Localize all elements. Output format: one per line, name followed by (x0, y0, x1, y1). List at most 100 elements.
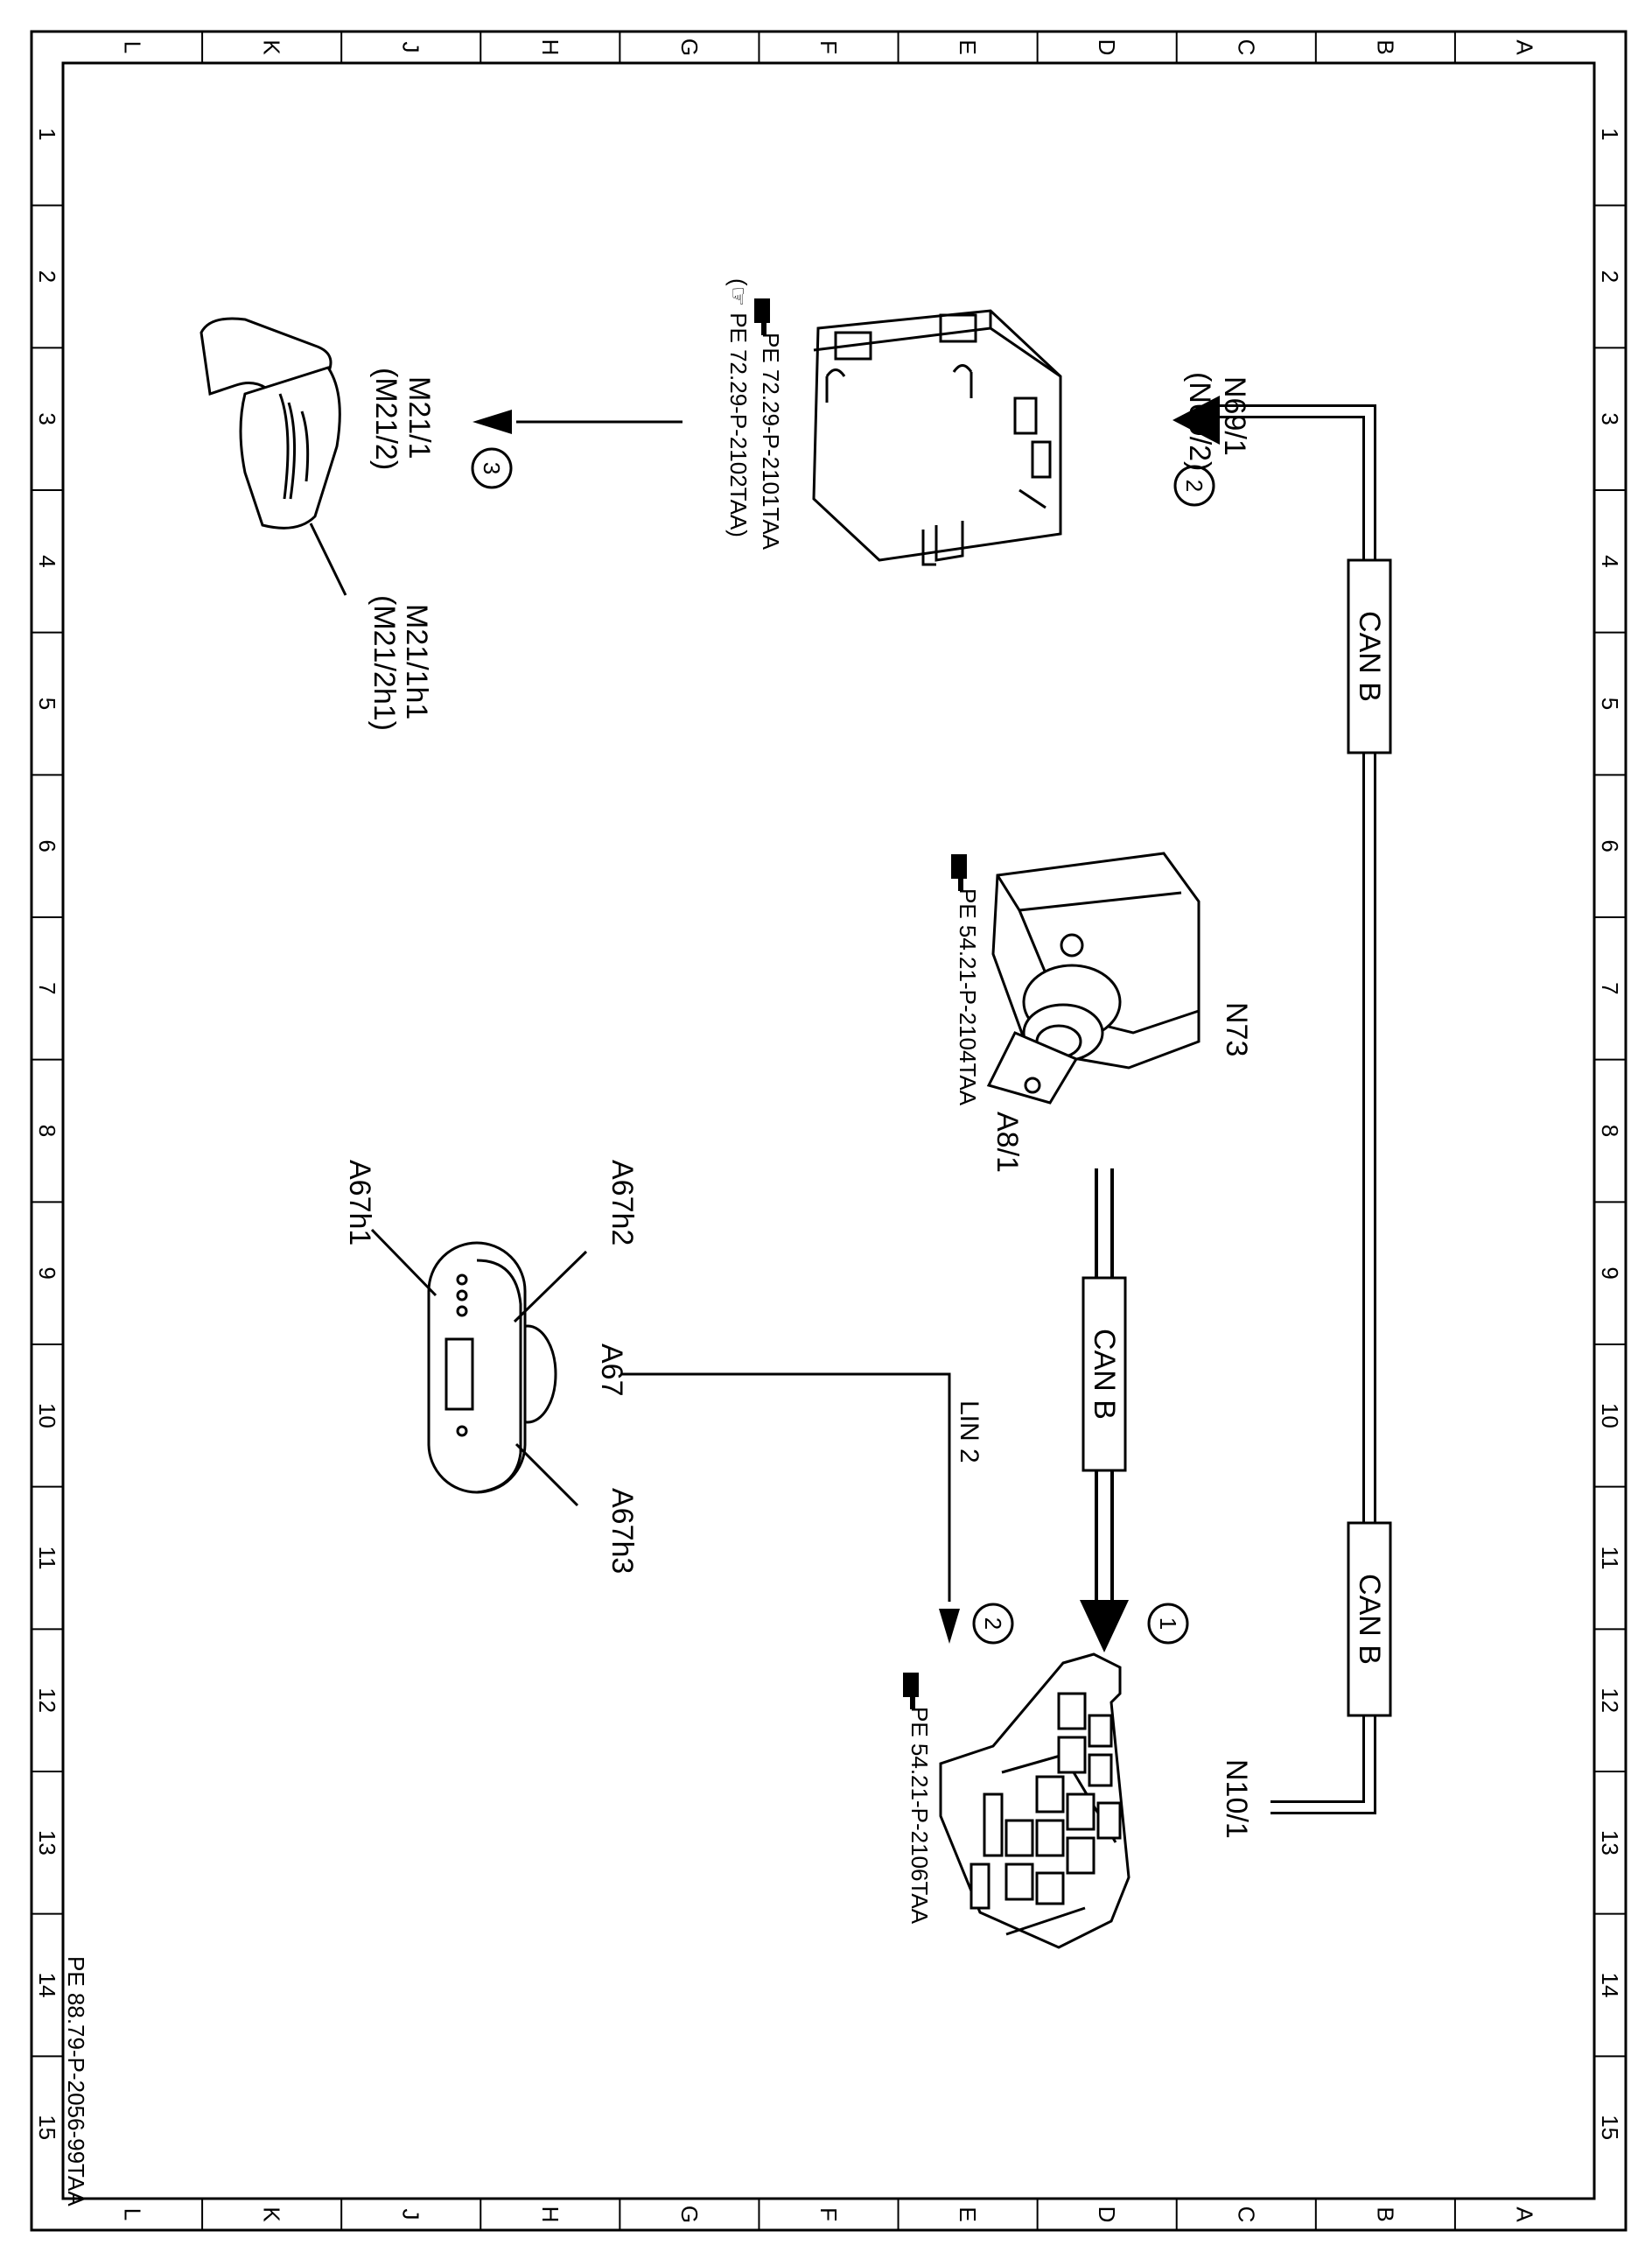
grid-number-left: 13 (34, 1830, 60, 1856)
grid-number-left: 5 (34, 698, 60, 710)
can-b-outer-line (1216, 404, 1376, 1814)
n73-ignition-switch (986, 852, 1200, 1105)
n73-label: N73 (1220, 1002, 1253, 1056)
m21-switch (200, 317, 347, 596)
grid-letter-bottom: H (537, 2206, 564, 2223)
n73-ref: PE 54.21-P-2104TAA (955, 888, 981, 1106)
svg-text:CAN B: CAN B (1088, 1329, 1121, 1420)
grid-letter-top: D (1094, 39, 1120, 56)
svg-text:2: 2 (1181, 480, 1208, 492)
a8-1-label: A8/1 (990, 1112, 1024, 1173)
grid-number-right: 7 (1597, 982, 1623, 994)
grid-letter-top: E (955, 39, 981, 54)
m21h1-2-label: (M21/2h1) (368, 595, 401, 731)
step-circle-2-n10: 2 (972, 1603, 1014, 1645)
grid-number-left: 9 (34, 1266, 60, 1279)
grid-number-right: 12 (1597, 1687, 1623, 1713)
grid-number-right: 9 (1597, 1266, 1623, 1279)
grid-number-left: 7 (34, 982, 60, 994)
grid-number-right: 11 (1597, 1547, 1623, 1570)
svg-text:CAN B: CAN B (1353, 611, 1386, 702)
grid-letter-bottom: G (676, 2206, 703, 2223)
svg-text:1: 1 (1155, 1617, 1181, 1630)
n69-control-module (812, 309, 1062, 566)
grid-number-left: 2 (34, 270, 60, 283)
m21-2-label: (M21/2) (369, 368, 402, 470)
grid-number-left: 15 (34, 2115, 60, 2140)
n10-label: N10/1 (1220, 1759, 1253, 1839)
m21-label: M21/1 (402, 376, 436, 460)
grid-number-right: 14 (1597, 1973, 1623, 1998)
can-b-tag-inner: CAN B (1082, 1276, 1127, 1472)
drawing-frame (30, 30, 1628, 2232)
svg-text:3: 3 (479, 462, 505, 474)
hand-pointer-icon (951, 854, 967, 891)
grid-number-left: 10 (34, 1403, 60, 1428)
grid-number-right: 6 (1597, 839, 1623, 852)
n69-label: N69/1 (1218, 376, 1251, 456)
grid-number-left: 12 (34, 1687, 60, 1713)
a67-label: A67 (595, 1343, 628, 1397)
grid-number-right: 5 (1597, 698, 1623, 710)
a67h2-label: A67h2 (606, 1160, 639, 1245)
grid-letter-bottom: D (1094, 2206, 1120, 2223)
arrow-to-n10 (1080, 1600, 1129, 1652)
grid-number-left: 14 (34, 1973, 60, 1998)
grid-letter-top: B (1372, 39, 1398, 54)
hand-pointer-icon (903, 1673, 919, 1709)
grid-letter-top: K (259, 39, 285, 55)
can-b-tag-lower: CAN B (1347, 1521, 1392, 1717)
n69-2-label: (N69/2) (1183, 372, 1216, 471)
grid-letter-bottom: L (120, 2208, 146, 2220)
grid-number-right: 4 (1597, 555, 1623, 567)
grid-letter-top: C (1233, 39, 1259, 56)
a67h1-label: A67h1 (343, 1160, 376, 1245)
grid-letter-bottom: C (1233, 2206, 1259, 2223)
grid-number-left: 3 (34, 412, 60, 424)
can-b-tag-upper: CAN B (1347, 558, 1392, 754)
svg-text:2: 2 (980, 1617, 1006, 1630)
grid-number-right: 2 (1597, 270, 1623, 283)
document-id: PE 88.79-P-2056-99TAA (63, 1956, 89, 2206)
grid-number-left: 6 (34, 839, 60, 852)
grid-number-right: 10 (1597, 1403, 1623, 1428)
grid-letter-bottom: B (1372, 2206, 1398, 2221)
arrow-to-m21 (472, 410, 512, 434)
grid-number-left: 11 (34, 1547, 60, 1570)
grid-letter-top: G (676, 39, 703, 56)
n69-ref-1: PE 72.29-P-2101TAA (758, 333, 784, 551)
hand-pointer-icon (754, 298, 770, 335)
svg-text:CAN B: CAN B (1353, 1574, 1386, 1665)
lin-label: LIN 2 (955, 1400, 984, 1463)
grid-letter-bottom: E (955, 2206, 981, 2221)
grid-number-left: 8 (34, 1125, 60, 1137)
grid-letter-bottom: J (398, 2209, 424, 2220)
grid-letter-top: A (1511, 39, 1537, 55)
step-circle-2-n69: 2 (1173, 465, 1215, 507)
grid-letter-top: F (816, 40, 842, 54)
grid-letter-bottom: A (1511, 2206, 1537, 2222)
grid-number-right: 1 (1597, 128, 1623, 140)
a67-control-panel (370, 1228, 588, 1507)
grid-number-right: 8 (1597, 1125, 1623, 1137)
grid-letter-bottom: K (259, 2206, 285, 2222)
n10-ref: PE 54.21-P-2106TAA (906, 1707, 933, 1925)
grid-ticks (32, 32, 1626, 2230)
grid-number-left: 1 (34, 128, 60, 140)
lin-line (621, 1372, 951, 1602)
m21h1-label: M21/1h1 (400, 604, 433, 719)
n69-ref-2: (☞ PE 72.29-P-2102TAA) (725, 278, 752, 537)
a67h3-label: A67h3 (606, 1488, 639, 1574)
grid-letter-top: H (537, 39, 564, 56)
step-circle-1: 1 (1147, 1603, 1189, 1645)
arrow-to-n69 (1172, 396, 1220, 445)
grid-letter-bottom: F (816, 2207, 842, 2221)
grid-letter-top: J (398, 42, 424, 53)
grid-letter-top: L (120, 41, 146, 53)
step-circle-3: 3 (471, 447, 513, 489)
grid-number-right: 15 (1597, 2115, 1623, 2140)
grid-number-right: 3 (1597, 412, 1623, 424)
n10-fuse-module (939, 1652, 1130, 1949)
